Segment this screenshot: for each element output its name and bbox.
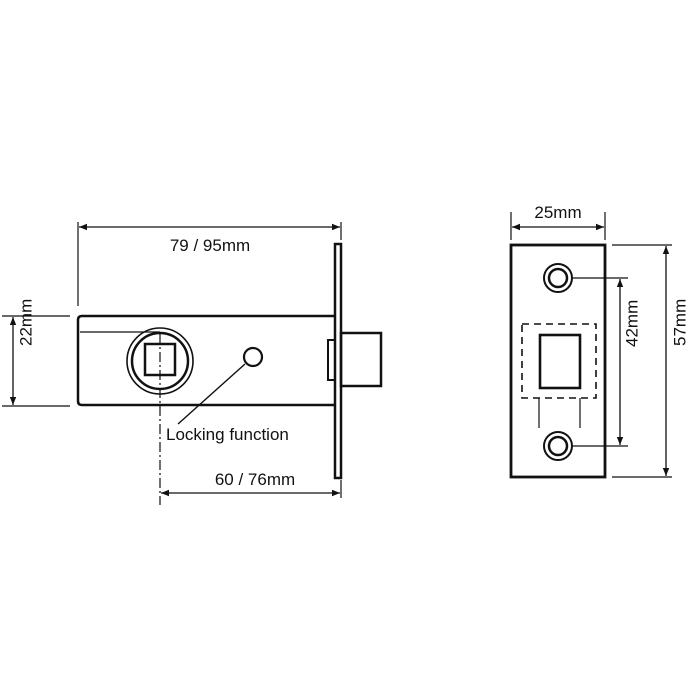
body-height-label: 22mm [16,299,35,346]
latch-body [76,314,335,407]
locking-hole [242,346,264,368]
hole-spacing-label: 42mm [622,300,641,347]
plate-width-label: 25mm [534,203,581,222]
screw-hole-top-inner [547,267,569,289]
bolt-aperture [538,333,582,390]
recess-outline-dashed [521,323,597,399]
faceplate-tab [327,339,336,381]
screw-hole-bottom-outer [543,431,573,461]
screw-hole-top-outer [543,263,573,293]
plate-height-label: 57mm [670,299,689,346]
backset-label: 60 / 76mm [215,470,295,489]
strike-plate: 25mm 42mm 57mm [509,203,689,479]
locking-function-label: Locking function [166,425,289,444]
locking-leader-line [177,363,246,425]
strike-plate-outline [509,243,607,479]
tubular-latch: 79 / 95mm Locking function 60 / 76mm 22m… [2,222,383,505]
latch-bolt [339,331,383,388]
screw-hole-bottom-inner [547,435,569,457]
overall-length-label: 79 / 95mm [170,236,250,255]
